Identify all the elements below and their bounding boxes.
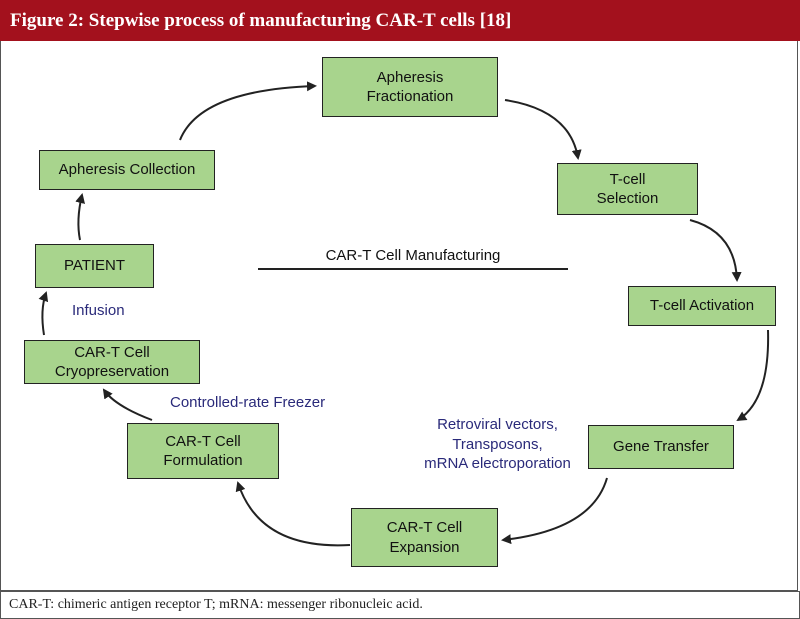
step-label: Fractionation bbox=[366, 88, 454, 105]
note-line: mRNA electroporation bbox=[424, 455, 571, 472]
step-label: Apheresis bbox=[376, 68, 444, 86]
step-label: Apheresis Collection bbox=[58, 161, 196, 179]
note-line: Retroviral vectors, bbox=[437, 416, 558, 433]
step-label: Expansion bbox=[389, 538, 460, 556]
note-line: Transposons, bbox=[452, 435, 543, 453]
step-label: CAR-T Cell bbox=[74, 343, 150, 361]
step-tcell-activation: T-cell Activation bbox=[628, 286, 776, 326]
figure-title: Figure 2: Stepwise process of manufactur… bbox=[0, 0, 800, 41]
step-label: Gene Transfer bbox=[613, 438, 709, 456]
step-label: CAR-T Cell bbox=[386, 519, 463, 536]
footnote: CAR-T: chimeric antigen receptor T; mRNA… bbox=[0, 591, 800, 619]
step-label: PATIENT bbox=[63, 257, 126, 275]
center-underline bbox=[258, 268, 568, 270]
infusion-note: Infusion bbox=[72, 302, 125, 319]
step-label: Cryopreservation bbox=[54, 363, 170, 380]
figure-frame bbox=[0, 41, 798, 591]
step-label: T-cell Activation bbox=[649, 297, 755, 315]
step-gene-transfer: Gene Transfer bbox=[588, 425, 734, 469]
step-apheresis-collection: Apheresis Collection bbox=[39, 150, 215, 190]
center-title: CAR-T Cell Manufacturing bbox=[325, 247, 501, 264]
freezer-note: Controlled-rate Freezer bbox=[170, 394, 326, 411]
step-label: T-cell bbox=[609, 170, 646, 188]
step-label: Selection bbox=[596, 190, 659, 207]
step-label: CAR-T Cell bbox=[165, 432, 241, 450]
step-patient: PATIENT bbox=[35, 244, 154, 288]
gene-transfer-methods-note: Retroviral vectors, Transposons, mRNA el… bbox=[405, 415, 590, 474]
step-label: Formulation bbox=[163, 452, 243, 469]
